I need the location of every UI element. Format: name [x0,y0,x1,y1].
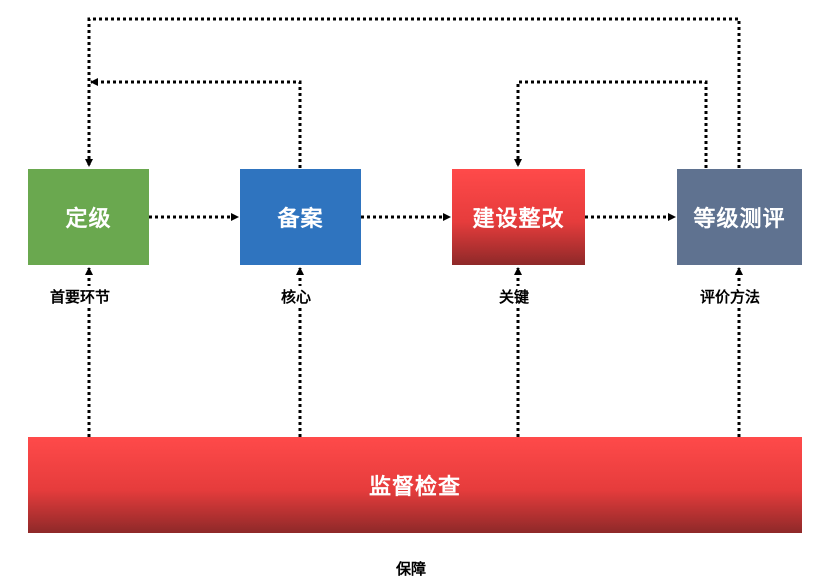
base-jiandu-box: 监督检查 [28,437,802,533]
stage-jianshe-box: 建设整改 [452,169,585,265]
loop-cesping-to-jianshe [514,80,708,168]
stage-jianshe-title: 建设整改 [472,207,565,232]
stage-cesping-note: 评价方法 [698,286,763,307]
stage-dingji-box: 定级 [28,169,149,265]
stage-cesping-box: 等级测评 [677,169,802,265]
base-jiandu-title: 监督检查 [368,475,461,500]
loop-cesping-to-dingji [85,17,741,168]
stage-cesping-title: 等级测评 [693,207,786,232]
base-jiandu-note: 保障 [394,558,429,579]
stage-beian-title: 备案 [277,207,324,232]
stage-jianshe-note: 关键 [497,286,532,307]
stage-beian-note: 核心 [279,286,314,307]
stage-dingji-title: 定级 [65,207,112,232]
loop-beian-to-dingji [90,78,302,168]
stage-beian-box: 备案 [240,169,361,265]
stage-dingji-note: 首要环节 [48,286,113,307]
